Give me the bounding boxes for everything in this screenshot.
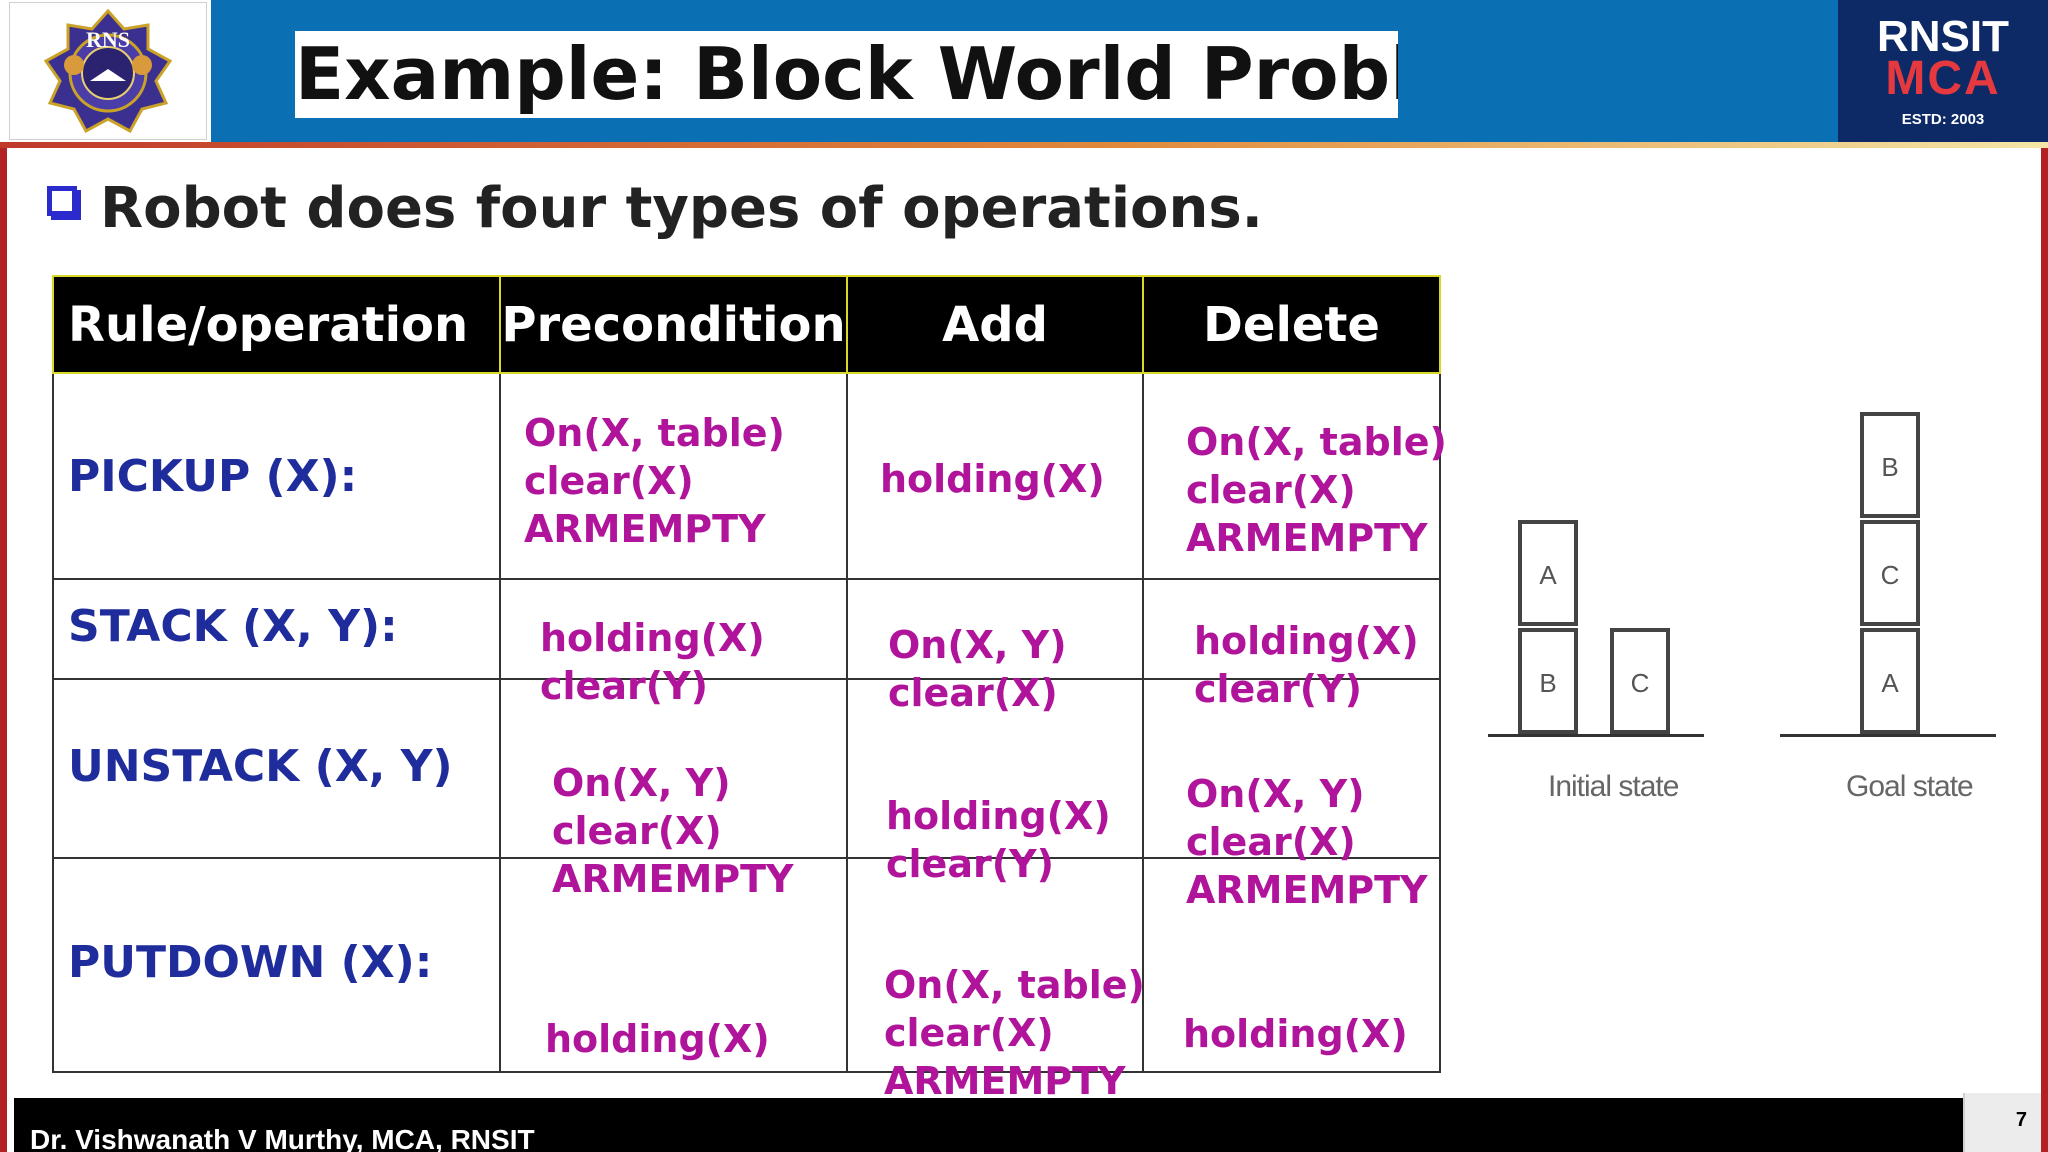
header-add: Add [846, 275, 1144, 374]
initial-block-b: B [1518, 628, 1578, 734]
initial-block-c: C [1610, 628, 1670, 734]
right-border [2041, 148, 2048, 1152]
page-title: Example: Block World Problem [295, 31, 1398, 118]
initial-table-line [1488, 734, 1704, 737]
precondition-putdown: holding(X) [545, 1017, 770, 1061]
block-world-diagram: A B C Initial state B C A Goal state [1480, 400, 2010, 830]
precondition-stack: holding(X) clear(Y) [540, 616, 765, 708]
logo-brand-line1: RNSIT [1877, 12, 2009, 61]
header-delete: Delete [1142, 275, 1441, 374]
initial-state-caption: Initial state [1548, 770, 1679, 803]
goal-table-line [1780, 734, 1996, 737]
precondition-pickup: On(X, table) clear(X) ARMEMPTY [524, 411, 785, 551]
table-row-divider [52, 678, 1441, 680]
page-number: 7 [2015, 1109, 2027, 1131]
add-putdown: On(X, table) clear(X) ARMEMPTY [884, 963, 1145, 1103]
rns-institute-logo: RNS [9, 2, 207, 140]
square-bullet-icon [47, 186, 77, 216]
logo-brand-line2: MCA [1885, 52, 2001, 105]
goal-block-a: A [1860, 628, 1920, 734]
table-row-divider [52, 578, 1441, 580]
add-pickup: holding(X) [880, 457, 1105, 501]
rnsit-mca-logo: RNSIT MCA ESTD: 2003 [1838, 0, 2048, 142]
add-unstack: holding(X) clear(Y) [886, 794, 1111, 886]
left-border [0, 148, 7, 1152]
operations-table: Rule/operation Precondition Add Delete P… [52, 275, 1447, 1103]
header-precondition: Precondition [499, 275, 848, 374]
bullet-heading: Robot does four types of operations. [100, 176, 1263, 241]
rns-emblem-icon: RNS [43, 8, 173, 134]
initial-block-a: A [1518, 520, 1578, 626]
precondition-unstack: On(X, Y) clear(X) ARMEMPTY [552, 761, 794, 901]
goal-block-c: C [1860, 520, 1920, 626]
rule-putdown: PUTDOWN (X): [68, 937, 433, 988]
logo-text: RNS [86, 27, 130, 52]
delete-putdown: holding(X) [1183, 1012, 1408, 1056]
goal-state-caption: Goal state [1846, 770, 1974, 803]
rule-pickup: PICKUP (X): [68, 451, 358, 502]
page-number-box: 7 [1963, 1093, 2041, 1152]
add-stack: On(X, Y) clear(X) [888, 623, 1067, 715]
header-accent-line [0, 142, 2048, 148]
table-border-bottom [52, 1071, 1441, 1073]
delete-unstack: On(X, Y) clear(X) ARMEMPTY [1186, 772, 1428, 912]
delete-pickup: On(X, table) clear(X) ARMEMPTY [1186, 420, 1447, 560]
table-border-right [1439, 374, 1441, 1073]
footer-author: Dr. Vishwanath V Murthy, MCA, RNSIT [30, 1124, 535, 1152]
footer-bar: Dr. Vishwanath V Murthy, MCA, RNSIT [14, 1098, 1963, 1152]
table-column-divider [846, 374, 848, 1073]
table-column-divider [1142, 374, 1144, 1073]
table-row-divider [52, 857, 1441, 859]
delete-stack: holding(X) clear(Y) [1194, 619, 1419, 711]
logo-established: ESTD: 2003 [1901, 111, 1985, 128]
goal-block-b: B [1860, 412, 1920, 518]
header-rule-operation: Rule/operation [52, 275, 501, 374]
rule-stack: STACK (X, Y): [68, 601, 398, 652]
rule-unstack: UNSTACK (X, Y) [68, 741, 453, 792]
table-border-left [52, 374, 54, 1073]
table-column-divider [499, 374, 501, 1073]
